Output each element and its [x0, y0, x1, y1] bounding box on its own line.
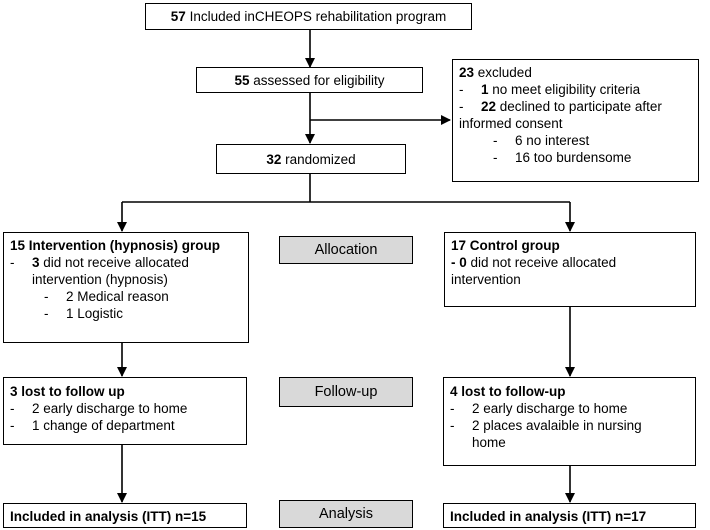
lost-intervention-item-1-text: 2 early discharge to home	[32, 401, 188, 416]
analysis-intervention-box: Included in analysis (ITT) n=15	[3, 503, 247, 528]
stage-allocation-label: Allocation	[314, 242, 378, 258]
excluded-item-2-continuation: informed consent	[459, 116, 563, 131]
excluded-subitem-1-text: 6 no interest	[515, 133, 590, 148]
control-line2-text: intervention	[451, 272, 521, 287]
assessed-box: 55 assessed for eligibility	[196, 67, 423, 93]
intervention-subitem-2-text: 1 Logistic	[66, 306, 124, 321]
analysis-control-text: Included in analysis (ITT) n=17	[450, 509, 647, 524]
lost-control-item-1-text: 2 early discharge to home	[472, 401, 628, 416]
assessed-label: assessed for eligibility	[249, 72, 385, 88]
intervention-group-title: 15 Intervention (hypnosis) group	[10, 238, 221, 253]
assessed-count: 55	[234, 72, 250, 88]
stage-followup-label: Follow-up	[314, 384, 378, 400]
intervention-group-box: 15 Intervention (hypnosis) group - 3 did …	[3, 232, 249, 343]
lost-intervention-item-1-dash: -	[10, 401, 15, 416]
lost-control-item-2-dash: -	[450, 418, 455, 433]
included-box: 57 Included inCHEOPS rehabilitation prog…	[145, 3, 472, 30]
randomized-box: 32 randomized	[216, 144, 406, 174]
excluded-item-2-text: declined to participate after	[496, 99, 662, 114]
excluded-item-1-dash: -	[459, 82, 464, 97]
lost-followup-control-box: 4 lost to follow-up - 2 early discharge t…	[443, 377, 696, 466]
analysis-control-box: Included in analysis (ITT) n=17	[443, 503, 696, 528]
excluded-subitem-1-dash: -	[493, 133, 498, 148]
stage-analysis-label: Analysis	[319, 506, 373, 522]
lost-followup-intervention-box: 3 lost to follow up - 2 early discharge t…	[3, 377, 247, 445]
excluded-item-2-dash: -	[459, 99, 464, 114]
control-line1-text: did not receive allocated	[466, 255, 617, 270]
included-count: 57	[170, 9, 186, 24]
lost-control-title: 4 lost to follow-up	[450, 384, 566, 399]
lost-control-item-1-dash: -	[450, 401, 455, 416]
stage-analysis: Analysis	[279, 500, 413, 528]
intervention-line1-count: 3	[32, 255, 40, 270]
excluded-label: excluded	[474, 65, 532, 80]
analysis-intervention-text: Included in analysis (ITT) n=15	[10, 509, 207, 524]
stage-followup: Follow-up	[279, 377, 413, 407]
excluded-box: 23 excluded - 1 no meet eligibility crite…	[452, 59, 699, 182]
control-group-box: 17 Control group - 0 did not receive all…	[444, 232, 696, 307]
lost-intervention-item-2-dash: -	[10, 418, 15, 433]
intervention-line2-text: intervention (hypnosis)	[32, 272, 168, 287]
intervention-subitem-1-text: 2 Medical reason	[66, 289, 169, 304]
excluded-subitem-2-text: 16 too burdensome	[515, 150, 632, 165]
excluded-item-1-text: no meet eligibility criteria	[488, 82, 641, 97]
excluded-item-2-count: 22	[481, 99, 497, 114]
excluded-item-1-count: 1	[481, 82, 489, 97]
randomized-count: 32	[266, 151, 282, 167]
lost-intervention-item-2-text: 1 change of department	[32, 418, 175, 433]
included-label: Included inCHEOPS rehabilitation program	[185, 9, 447, 24]
control-group-title: 17 Control group	[451, 238, 560, 253]
lost-control-item-2-text: 2 places avalaible in nursing	[472, 418, 642, 433]
lost-control-item-2-continuation: home	[472, 435, 506, 450]
lost-intervention-title: 3 lost to follow up	[10, 384, 125, 399]
excluded-subitem-2-dash: -	[493, 150, 498, 165]
stage-allocation: Allocation	[279, 236, 413, 264]
intervention-subitem-2-dash: -	[44, 306, 49, 321]
intervention-line1-text: did not receive allocated	[39, 255, 189, 270]
intervention-line1-dash: -	[10, 255, 15, 270]
excluded-count: 23	[459, 65, 475, 80]
randomized-label: randomized	[281, 151, 356, 167]
control-line1-count: - 0	[451, 255, 467, 270]
intervention-subitem-1-dash: -	[44, 289, 49, 304]
